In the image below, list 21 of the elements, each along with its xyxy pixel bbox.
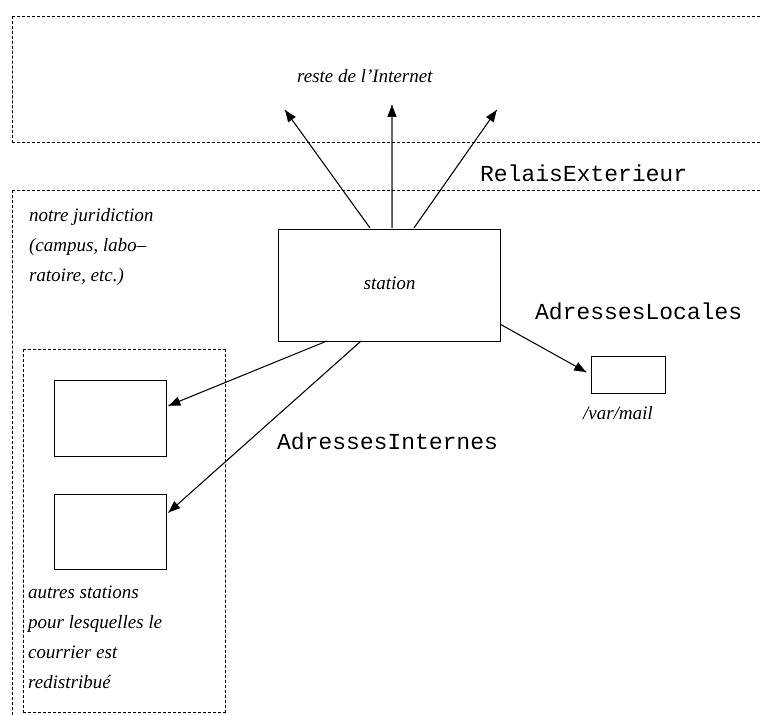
node-label: station <box>362 272 416 296</box>
node-label: notre juridiction (campus, labo– ratoire, etc.) <box>29 204 154 288</box>
node-label: reste de l’Internet <box>297 65 434 89</box>
arrow <box>168 340 328 406</box>
edge-label: AdressesLocales <box>535 299 742 328</box>
empty-box <box>54 380 167 457</box>
dashed-region <box>23 349 226 713</box>
node-label: /var/mail <box>583 402 653 426</box>
arrow <box>284 110 370 228</box>
edge-label: AdressesInternes <box>277 429 498 458</box>
dashed-region <box>12 16 760 143</box>
arrow <box>168 340 362 513</box>
arrow <box>413 110 498 228</box>
arrow <box>500 324 587 373</box>
dashed-region <box>12 190 760 715</box>
station-box <box>278 229 501 342</box>
edge-label: RelaisExterieur <box>480 161 688 190</box>
empty-box <box>591 356 666 394</box>
node-label: autres stations pour lesquelles le courrier est redistribué <box>28 581 164 695</box>
arrow <box>387 104 397 228</box>
empty-box <box>54 494 167 570</box>
